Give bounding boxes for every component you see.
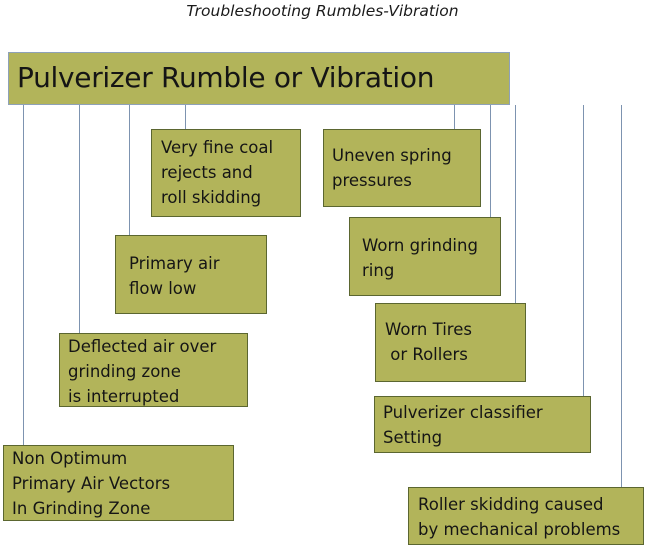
cause-label: Non Optimum Primary Air Vectors In Grind… — [12, 449, 171, 518]
cause-roller-skidding-mechanical: Roller skidding caused by mechanical pro… — [408, 487, 644, 545]
cause-label: Worn Tires or Rollers — [385, 320, 472, 364]
connector-uneven-spring — [454, 105, 456, 130]
cause-label: Deflected air over grinding zone is inte… — [68, 337, 217, 406]
cause-label: Pulverizer classifier Setting — [383, 403, 543, 447]
cause-label: Very fine coal rejects and roll skidding — [161, 138, 274, 207]
cause-non-optimum-air-vectors: Non Optimum Primary Air Vectors In Grind… — [3, 445, 234, 521]
connector-classifier — [583, 105, 585, 397]
connector-worn-tires — [515, 105, 517, 304]
cause-worn-grinding-ring: Worn grinding ring — [349, 217, 501, 296]
connector-deflected-air — [79, 105, 81, 334]
connector-worn-grinding-ring — [490, 105, 492, 218]
cause-uneven-spring-pressures: Uneven spring pressures — [323, 129, 481, 207]
root-label: Pulverizer Rumble or Vibration — [17, 61, 435, 94]
root-node: Pulverizer Rumble or Vibration — [8, 52, 510, 105]
connector-very-fine-coal — [185, 105, 187, 130]
cause-very-fine-coal: Very fine coal rejects and roll skidding — [151, 129, 301, 217]
cause-deflected-air: Deflected air over grinding zone is inte… — [59, 333, 248, 407]
connector-primary-air — [129, 105, 131, 236]
connector-non-optimum — [23, 105, 25, 446]
cause-worn-tires-rollers: Worn Tires or Rollers — [375, 303, 526, 382]
cause-primary-air-flow-low: Primary air flow low — [115, 235, 267, 314]
cause-classifier-setting: Pulverizer classifier Setting — [374, 396, 591, 453]
cause-label: Uneven spring pressures — [332, 146, 452, 190]
cause-label: Worn grinding ring — [362, 236, 478, 280]
cause-label: Roller skidding caused by mechanical pro… — [418, 495, 621, 539]
connector-roller-skidding — [621, 105, 623, 488]
diagram-title: Troubleshooting Rumbles-Vibration — [186, 2, 459, 20]
cause-label: Primary air flow low — [129, 254, 220, 298]
